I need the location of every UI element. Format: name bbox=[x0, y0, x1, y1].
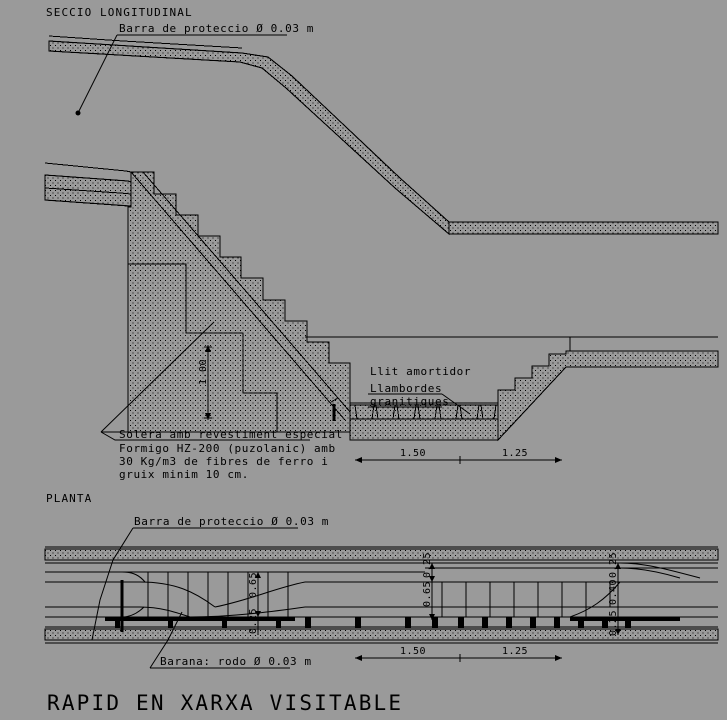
leader-barra-proteccio-plan bbox=[91, 527, 298, 641]
label-solera-line2: Formigo HZ-200 (puzolanic) amb bbox=[119, 442, 336, 455]
plan-transition-curves bbox=[121, 562, 701, 618]
label-llambordes-line1: Llambordes bbox=[370, 382, 442, 395]
granite-blocks-group bbox=[350, 404, 498, 420]
dimension-label-1.50-section: 1.50 bbox=[400, 448, 426, 459]
dimension-label-1.00: 1.00 bbox=[198, 359, 209, 385]
rebar-hook-marker bbox=[330, 397, 339, 421]
dimension-plan-left: 0.65 0.25 bbox=[248, 572, 261, 635]
label-solera-line4: gruix minim 10 cm. bbox=[119, 468, 249, 481]
drawing-title: RAPID EN XARXA VISITABLE bbox=[47, 691, 403, 715]
label-solera-line3: 30 Kg/m3 de fibres de ferro i bbox=[119, 455, 328, 468]
dimension-label-1.50-plan: 1.50 bbox=[400, 646, 426, 657]
plan-right-step-lines bbox=[441, 582, 611, 617]
dimension-line-plan-bottom: 1.50 1.25 bbox=[355, 646, 562, 662]
leader-barra-proteccio-top bbox=[75, 34, 287, 116]
dimension-label-plan-0.65-left: 0.65 bbox=[248, 572, 259, 598]
left-ground-slope-line bbox=[100, 321, 215, 433]
leader-llambordes bbox=[441, 393, 471, 415]
dimension-label-plan-0.25-right-bottom: 0.25 bbox=[608, 610, 619, 636]
dimension-label-plan-0.65-mid: 0.65 bbox=[422, 581, 433, 607]
label-barana-rodo: Barana: rodo Ø 0.03 m bbox=[160, 655, 312, 668]
annotation-solera: Solera amb revestiment especial Formigo … bbox=[100, 428, 343, 481]
label-barra-proteccio-top: Barra de proteccio Ø 0.03 m bbox=[119, 22, 314, 35]
section-heading-planta: PLANTA bbox=[46, 492, 92, 505]
section-heading-longitudinal: SECCIO LONGITUDINAL bbox=[46, 6, 193, 19]
dimension-plan-middle: 0.25 0.65 bbox=[422, 552, 435, 620]
plan-black-bars bbox=[105, 580, 680, 632]
diagonal-ramp-band bbox=[130, 171, 358, 421]
right-ascending-staircase bbox=[497, 337, 719, 442]
dimension-label-plan-0.25-left: 0.25 bbox=[248, 608, 259, 634]
upper-left-approach-band bbox=[44, 162, 132, 208]
plan-left-step-lines bbox=[147, 571, 305, 617]
leader-barana-rodo bbox=[149, 611, 290, 669]
top-barrier-band bbox=[48, 35, 719, 236]
plan-bottom-band bbox=[44, 626, 719, 644]
label-llit-amortidor: Llit amortidor bbox=[370, 365, 471, 378]
dimension-line-section-bottom: 1.50 1.25 bbox=[355, 448, 562, 464]
label-solera-line1: Solera amb revestiment especial bbox=[119, 428, 343, 441]
stilling-basin bbox=[349, 402, 499, 441]
dimension-label-plan-0.40-right: 0.40 bbox=[608, 579, 619, 605]
plan-top-band bbox=[44, 546, 719, 564]
dimension-height-1m: 1.00 bbox=[198, 345, 212, 420]
dimension-label-1.25-section: 1.25 bbox=[502, 448, 528, 459]
dimension-label-plan-0.25-mid: 0.25 bbox=[422, 552, 433, 578]
label-barra-proteccio-plan: Barra de proteccio Ø 0.03 m bbox=[134, 515, 329, 528]
dimension-plan-right: 0.25 0.40 0.25 bbox=[608, 552, 622, 636]
dimension-label-1.25-plan: 1.25 bbox=[502, 646, 528, 657]
label-llambordes-line2: granitiques bbox=[370, 395, 449, 408]
staircase-underside-profile bbox=[127, 171, 351, 433]
dimension-label-plan-0.25-right-top: 0.25 bbox=[608, 552, 619, 578]
